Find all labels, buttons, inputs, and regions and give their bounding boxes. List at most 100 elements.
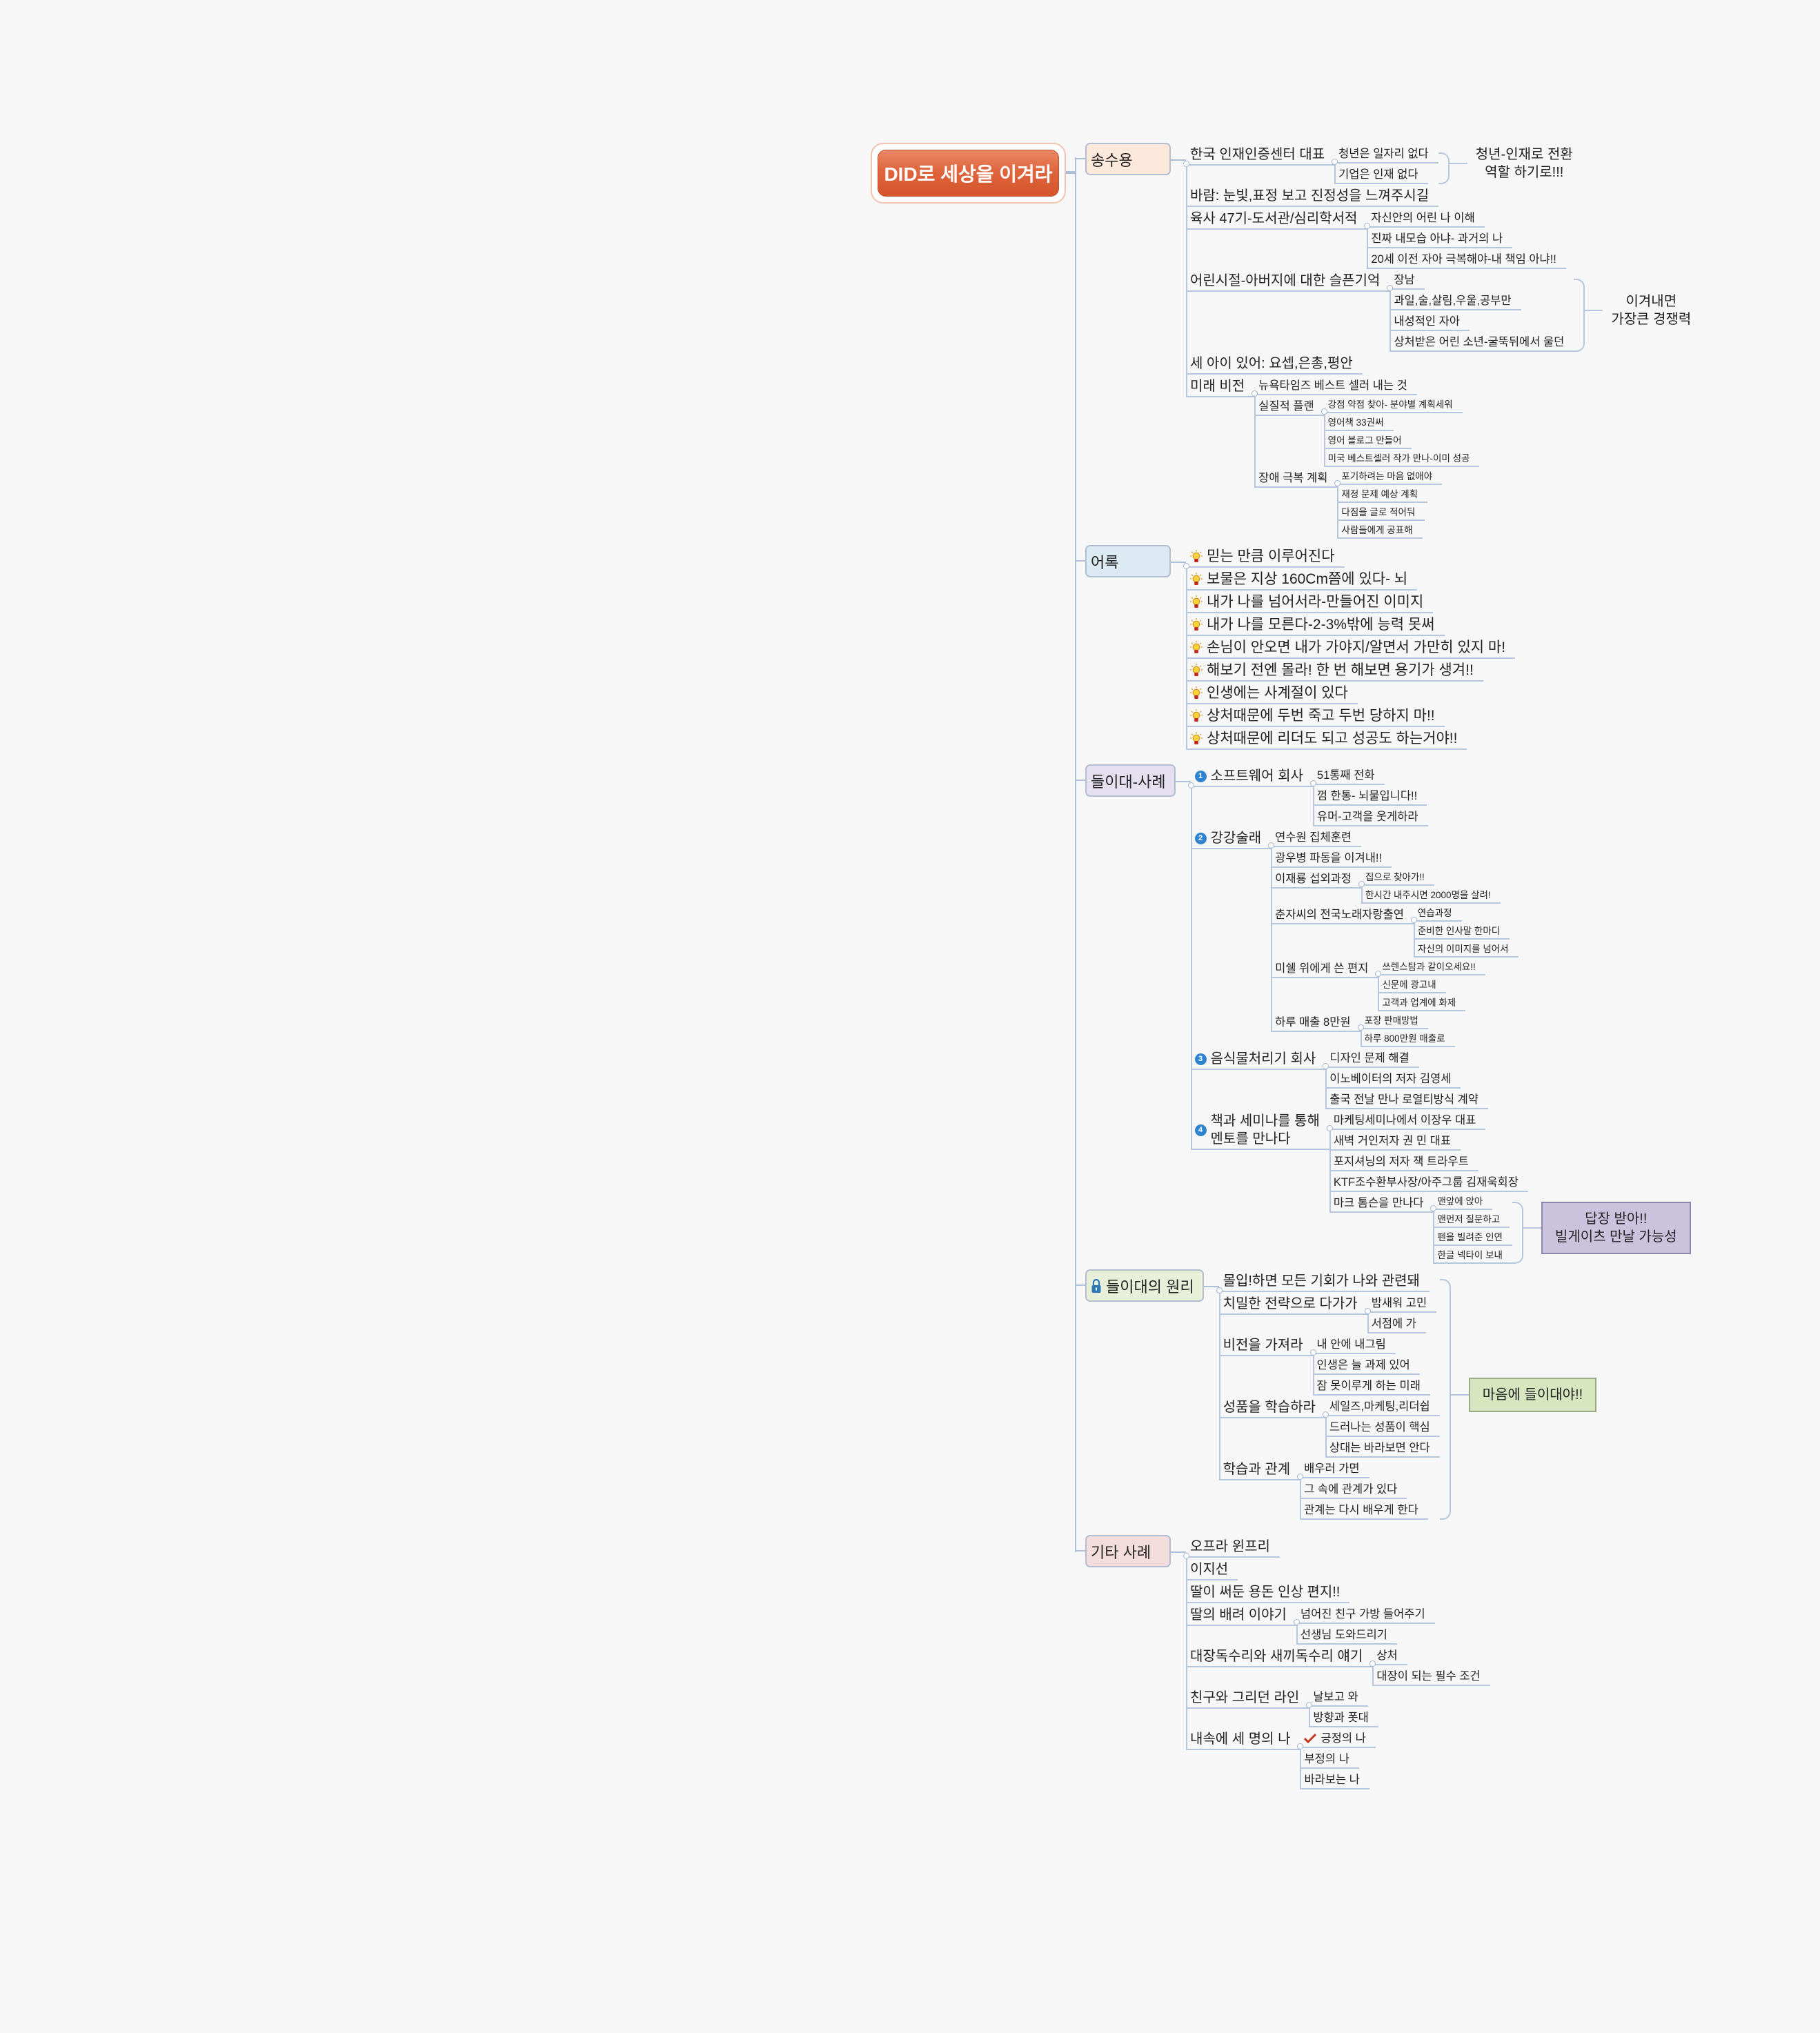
- subtopic[interactable]: 내속에 세 명의 나: [1186, 1727, 1300, 1750]
- subtopic[interactable]: 그 속에 관계가 있다: [1300, 1478, 1407, 1499]
- subtopic[interactable]: 쓰렌스탐과 같이오세요!!: [1378, 958, 1485, 975]
- subtopic[interactable]: 광우병 파동을 이겨내!!: [1271, 847, 1392, 868]
- subtopic[interactable]: 집으로 찾아가!!: [1361, 868, 1434, 886]
- subtopic[interactable]: 사람들에게 공표해: [1337, 521, 1423, 539]
- subtopic[interactable]: 자신안의 어린 나 이해: [1367, 207, 1485, 228]
- subtopic[interactable]: 이지선: [1186, 1558, 1238, 1580]
- subtopic[interactable]: 준비한 인사말 한마디: [1413, 922, 1510, 940]
- subtopic[interactable]: 비전을 가져라: [1218, 1333, 1313, 1356]
- subtopic[interactable]: 어린시절-아버지에 대한 슬픈기억: [1186, 269, 1390, 292]
- subtopic[interactable]: 이노베이터의 저자 김영세: [1325, 1068, 1461, 1089]
- subtopic[interactable]: 한시간 내주시면 2000명을 살려!: [1361, 886, 1501, 904]
- subtopic[interactable]: 상처때문에 리더도 되고 성공도 하는거야!!: [1186, 727, 1467, 750]
- subtopic[interactable]: 인생에는 사계절이 있다: [1186, 682, 1358, 704]
- subtopic[interactable]: 선생님 도와드리기: [1296, 1624, 1397, 1645]
- subtopic[interactable]: 고객과 업계에 화제: [1378, 993, 1466, 1011]
- subtopic[interactable]: 내가 나를 넘어서라-만들어진 이미지: [1186, 591, 1434, 613]
- subtopic[interactable]: 상처: [1372, 1645, 1407, 1665]
- subtopic[interactable]: 서점에 가: [1367, 1313, 1426, 1333]
- subtopic[interactable]: 20세 이전 자아 극복해야-내 책임 아냐!!: [1367, 248, 1566, 269]
- subtopic[interactable]: 기업은 인재 없다: [1334, 163, 1428, 184]
- subtopic[interactable]: 드러나는 성품이 핵심: [1325, 1416, 1440, 1437]
- subtopic[interactable]: 바람: 눈빛,표정 보고 진정성을 느껴주시길: [1186, 184, 1439, 207]
- subtopic[interactable]: 재정 문제 예상 계획: [1337, 485, 1428, 503]
- subtopic[interactable]: 딸이 써둔 용돈 인상 편지!!: [1186, 1580, 1350, 1603]
- subtopic[interactable]: 연수원 집체훈련: [1271, 826, 1361, 847]
- main-topic[interactable]: 송수용: [1085, 143, 1186, 175]
- subtopic[interactable]: 출국 전날 만나 로열티방식 계약: [1325, 1089, 1488, 1109]
- summary-topic[interactable]: 이겨내면 가장큰 경쟁력: [1611, 294, 1692, 327]
- subtopic[interactable]: 포지셔닝의 저자 잭 트라우트: [1329, 1151, 1478, 1171]
- subtopic[interactable]: 대장독수리와 새끼독수리 얘기: [1186, 1645, 1373, 1667]
- subtopic[interactable]: 뉴욕타임즈 베스트 셀러 내는 것: [1254, 375, 1417, 395]
- subtopic[interactable]: 육사 47기-도서관/심리학서적: [1186, 207, 1367, 230]
- subtopic[interactable]: 날보고 와: [1309, 1686, 1368, 1707]
- subtopic[interactable]: 관계는 다시 배우게 한다: [1300, 1499, 1428, 1520]
- subtopic[interactable]: KTF조수환부사장/아주그룹 김재욱회장: [1329, 1171, 1528, 1192]
- subtopic[interactable]: 밤새워 고민: [1367, 1292, 1437, 1313]
- subtopic[interactable]: 춘자씨의 전국노래자랑출연: [1271, 904, 1414, 924]
- subtopic[interactable]: 내성적인 자아: [1389, 310, 1470, 331]
- subtopic[interactable]: 펜을 빌려준 인연: [1433, 1228, 1512, 1246]
- subtopic[interactable]: 영어 블로그 만들어: [1323, 431, 1412, 449]
- subtopic[interactable]: 장애 극복 계획: [1254, 467, 1338, 488]
- subtopic[interactable]: 해보기 전엔 몰라! 한 번 해보면 용기가 생겨!!: [1186, 659, 1483, 682]
- main-topic[interactable]: 어록: [1085, 545, 1186, 577]
- subtopic[interactable]: 긍정의 나: [1300, 1727, 1376, 1748]
- subtopic[interactable]: 믿는 만큼 이루어진다: [1186, 545, 1345, 568]
- subtopic[interactable]: 몰입!하면 모든 기회가 나와 관련돼: [1218, 1269, 1430, 1292]
- subtopic[interactable]: 하루 800만원 매출로: [1360, 1029, 1455, 1047]
- subtopic[interactable]: 넘어진 친구 가방 들어주기: [1296, 1603, 1435, 1624]
- subtopic[interactable]: 강점 약점 찾아- 분야별 계획세워: [1323, 395, 1463, 413]
- subtopic[interactable]: 포기하려는 마음 없애야: [1337, 467, 1443, 485]
- summary-topic[interactable]: 마음에 들이대야!!: [1468, 1377, 1597, 1412]
- subtopic[interactable]: 인생은 늘 과제 있어: [1312, 1354, 1420, 1375]
- subtopic[interactable]: 연습과정: [1413, 904, 1462, 922]
- main-topic[interactable]: 들이대-사례: [1085, 764, 1190, 797]
- main-topic[interactable]: 들이대의 원리: [1085, 1269, 1219, 1302]
- subtopic[interactable]: 부정의 나: [1300, 1748, 1359, 1769]
- subtopic[interactable]: 장남: [1389, 269, 1425, 290]
- subtopic[interactable]: 배우러 가면: [1300, 1458, 1369, 1478]
- subtopic[interactable]: 청년은 일자리 없다: [1334, 143, 1438, 163]
- subtopic[interactable]: 학습과 관계: [1218, 1458, 1300, 1480]
- subtopic[interactable]: 디자인 문제 해결: [1325, 1047, 1419, 1068]
- subtopic[interactable]: 친구와 그리던 라인: [1186, 1686, 1309, 1709]
- subtopic[interactable]: 이재룡 섭외과정: [1271, 868, 1361, 889]
- subtopic[interactable]: 오프라 윈프리: [1186, 1535, 1280, 1558]
- subtopic[interactable]: 하루 매출 8만원: [1271, 1011, 1361, 1032]
- subtopic[interactable]: 잠 못이루게 하는 미래: [1312, 1375, 1430, 1396]
- subtopic[interactable]: 유머-고객을 웃게하라: [1312, 806, 1428, 826]
- subtopic[interactable]: 상처받은 어린 소년-굴뚝뒤에서 울던: [1389, 331, 1574, 352]
- subtopic[interactable]: 미쉘 위에게 쓴 편지: [1271, 958, 1378, 978]
- summary-topic[interactable]: 청년-인재로 전환 역할 하기로!!!: [1475, 147, 1573, 180]
- subtopic[interactable]: 미래 비전: [1186, 375, 1255, 397]
- subtopic[interactable]: 한글 넥타이 보내: [1433, 1246, 1512, 1264]
- subtopic[interactable]: 맨앞에 앉아: [1433, 1192, 1493, 1210]
- subtopic[interactable]: 내가 나를 모른다-2-3%밖에 능력 못써: [1186, 613, 1445, 636]
- subtopic[interactable]: 세일즈,마케팅,리더쉽: [1325, 1396, 1440, 1416]
- subtopic[interactable]: 세 아이 있어: 요셉,은총,평안: [1186, 352, 1363, 375]
- central-topic[interactable]: DID로 세상을 이겨라: [871, 143, 1066, 204]
- subtopic[interactable]: 다짐을 글로 적어둬: [1337, 503, 1425, 521]
- subtopic[interactable]: 과일,술,살림,우울,공부만: [1389, 290, 1521, 310]
- subtopic[interactable]: 51통째 전화: [1312, 764, 1385, 785]
- subtopic[interactable]: 진짜 내모습 아냐- 과거의 나: [1367, 228, 1513, 248]
- subtopic[interactable]: 한국 인재인증센터 대표: [1186, 143, 1335, 166]
- subtopic[interactable]: 대장이 되는 필수 조건: [1372, 1665, 1490, 1686]
- subtopic[interactable]: 내 안에 내그림: [1312, 1333, 1396, 1354]
- subtopic[interactable]: 맨먼저 질문하고: [1433, 1210, 1510, 1228]
- subtopic[interactable]: 치밀한 전략으로 다가가: [1218, 1292, 1367, 1315]
- main-topic[interactable]: 기타 사례: [1085, 1535, 1186, 1567]
- subtopic[interactable]: 마케팅세미나에서 이장우 대표: [1329, 1109, 1486, 1130]
- summary-topic[interactable]: 답장 받아!! 빌게이츠 만날 가능성: [1541, 1202, 1691, 1254]
- subtopic[interactable]: 상처때문에 두번 죽고 두번 당하지 마!!: [1186, 704, 1445, 727]
- subtopic[interactable]: 자신의 이미지를 넘어서: [1413, 940, 1519, 958]
- subtopic[interactable]: 보물은 지상 160Cm쯤에 있다- 뇌: [1186, 568, 1418, 591]
- subtopic[interactable]: 손님이 안오면 내가 가야지/알면서 가만히 있지 마!: [1186, 636, 1516, 659]
- subtopic[interactable]: 마크 톰슨을 만나다: [1329, 1192, 1434, 1213]
